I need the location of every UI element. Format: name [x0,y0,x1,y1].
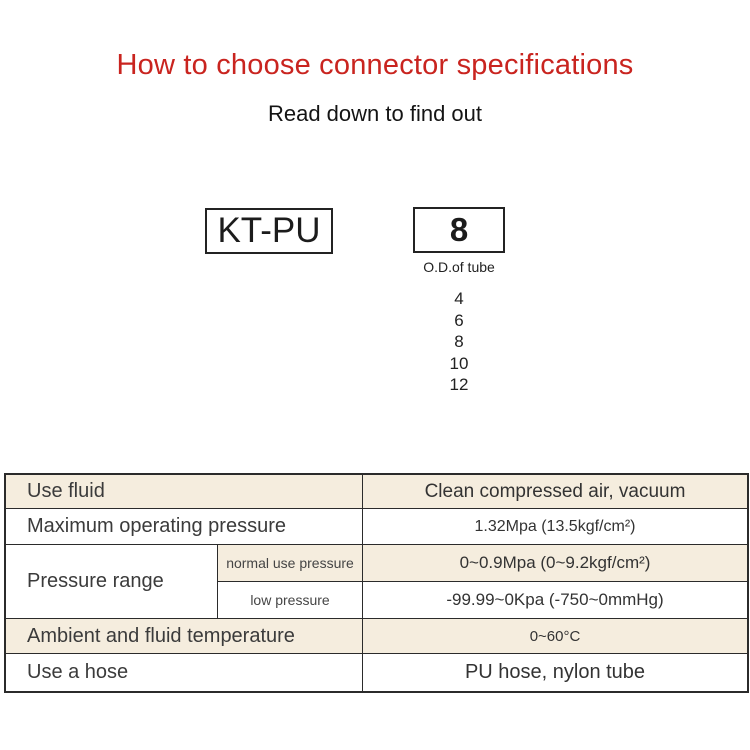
spec-row-label: Use fluid [6,475,363,509]
model-prefix-text: KT-PU [217,211,321,250]
tube-size-box: 8 [413,207,505,253]
spec-row-value: PU hose, nylon tube [363,654,747,691]
spec-row-label: Use a hose [6,654,363,691]
page-subtitle: Read down to find out [267,101,483,126]
spec-subrow-value: 0~0.9Mpa (0~9.2kgf/cm²) [363,545,747,582]
model-prefix-box: KT-PU [205,208,333,254]
spec-row-value: 1.32Mpa (13.5kgf/cm²) [363,509,747,545]
spec-table: Use fluid Clean compressed air, vacuum M… [4,473,749,693]
tube-size-options: 4 6 8 10 12 [385,288,533,396]
spec-row-value: Clean compressed air, vacuum [363,475,747,509]
spec-row-label: Pressure range [6,545,218,619]
tube-od-caption: O.D.of tube [423,259,495,275]
spec-subrow-label: normal use pressure [218,545,363,582]
spec-row-label: Maximum operating pressure [6,509,363,545]
spec-row-value: 0~60°C [363,619,747,654]
tube-size-option: 6 [454,310,464,330]
tube-size-option: 8 [454,332,464,351]
tube-size-option: 12 [449,375,469,394]
spec-row-label: Ambient and fluid temperature [6,619,363,654]
tube-size-option: 10 [449,353,469,373]
spec-subrow-label: low pressure [218,582,363,619]
page-title: How to choose connector specifications [116,49,634,81]
tube-size-text: 8 [449,211,469,248]
spec-subrow-value: -99.99~0Kpa (-750~0mmHg) [363,582,747,619]
tube-size-option: 4 [454,289,464,308]
